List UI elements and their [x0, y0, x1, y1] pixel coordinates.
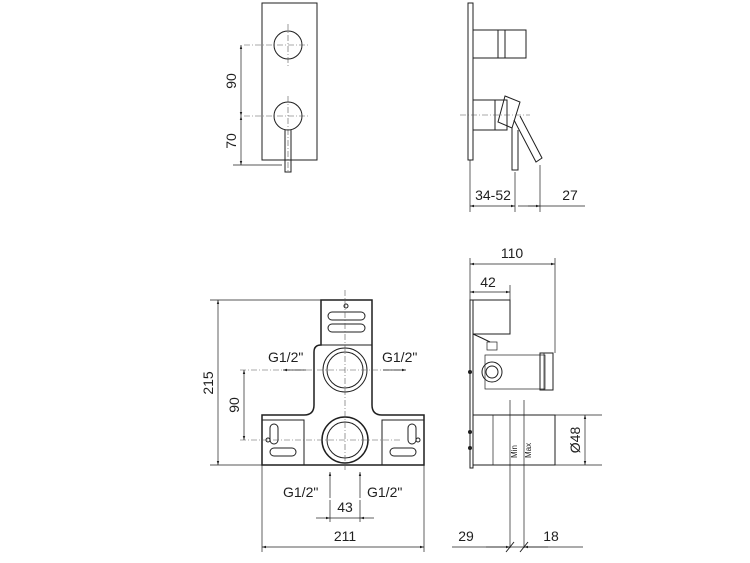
tick-29	[505, 541, 515, 553]
dimension-label-29: 29	[458, 528, 474, 544]
side-screw-3	[468, 370, 472, 374]
dimension-label-211: 211	[334, 528, 357, 544]
dimension-label-34-52: 34-52	[475, 187, 511, 203]
side-plate	[467, 2, 474, 161]
port-label-upper-right: G1/2"	[382, 349, 417, 365]
top-bracket-slot-1	[327, 311, 366, 321]
faceplate-outline	[261, 2, 318, 161]
dimension-label-110: 110	[501, 245, 524, 261]
left-bracket-slot-h	[269, 447, 297, 457]
side-inlet-outer	[481, 361, 503, 383]
right-mounting-bracket	[381, 419, 425, 466]
label-min: Min	[510, 445, 519, 458]
top-bracket-hole	[343, 303, 349, 309]
side-diverter-cap	[504, 29, 527, 59]
side-inlet-nut	[486, 341, 498, 351]
faceplate-side-view: 34-52 27	[460, 2, 585, 212]
side-screw-2	[468, 446, 472, 450]
side-inlet-inner	[485, 365, 499, 379]
port-label-upper-left: G1/2"	[268, 349, 303, 365]
port-label-lower-left: G1/2"	[283, 484, 318, 500]
side-body-upper	[484, 354, 546, 390]
right-bracket-hole	[415, 437, 421, 443]
label-max: Max	[524, 443, 533, 458]
dimension-label-42: 42	[480, 274, 496, 290]
faceplate-front-view: 90 70	[223, 2, 318, 173]
left-bracket-slot-v	[269, 423, 279, 445]
left-mounting-bracket	[261, 419, 305, 466]
dimension-label-70: 70	[223, 133, 239, 149]
dimension-label-215: 215	[200, 371, 216, 395]
mixer-lever	[284, 130, 292, 173]
dimension-label-48: Ø48	[567, 427, 583, 454]
side-body-lower-flange	[472, 414, 494, 466]
port-label-lower-right: G1/2"	[367, 484, 402, 500]
body-outline	[261, 299, 425, 466]
side-outlet-nut	[539, 352, 554, 391]
dimension-label-43: 43	[337, 499, 353, 515]
right-bracket-slot-h	[389, 447, 417, 457]
side-mixer-lever-rotated	[513, 115, 543, 163]
right-bracket-slot-v	[407, 423, 417, 445]
concealed-body-front-view: G1/2" G1/2" G1/2" G1/2" 215 90 43 211	[200, 290, 425, 552]
dimension-label-27: 27	[562, 187, 578, 203]
dimension-label-90: 90	[223, 73, 239, 89]
top-bracket-slot-2	[327, 323, 366, 333]
side-bracket-top	[470, 299, 511, 335]
side-bracket-curve	[472, 333, 491, 343]
side-mixer-lever	[511, 128, 519, 171]
side-diverter-body	[472, 29, 506, 59]
tick-18	[519, 541, 529, 553]
concealed-body-side-view: Min Max 110 42 Ø48 29 18	[452, 245, 602, 553]
dimension-label-90-bottom: 90	[226, 397, 242, 413]
top-mounting-bracket	[320, 299, 373, 346]
dimension-label-18: 18	[543, 528, 559, 544]
side-mixer-cap	[497, 95, 521, 129]
side-mount-wall	[469, 299, 474, 469]
side-screw-1	[468, 430, 472, 434]
